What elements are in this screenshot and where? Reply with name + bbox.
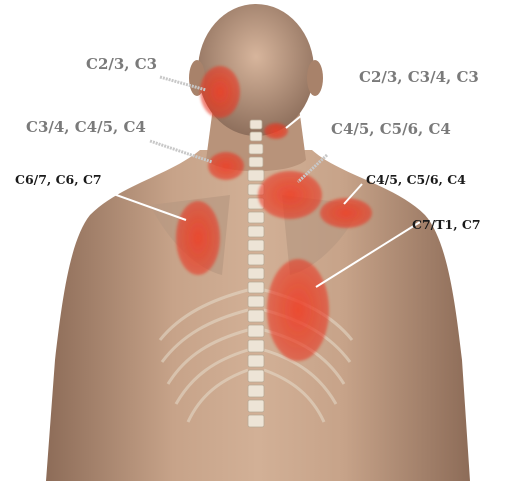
label-c4-5-c5-6-c4-shoulder: C4/5, C5/6, C4 bbox=[366, 174, 466, 187]
zone-lower-neck-left bbox=[208, 152, 244, 180]
label-c7-t1-c7: C7/T1, C7 bbox=[412, 219, 481, 232]
zone-scapular-left bbox=[176, 201, 220, 275]
label-c2-3-c3-left: C2/3, C3 bbox=[86, 57, 157, 72]
label-c6-7-c6-c7: C6/7, C6, C7 bbox=[15, 174, 102, 187]
label-c3-4-c4-5-c4-left: C3/4, C4/5, C4 bbox=[26, 120, 146, 135]
zone-upper-neck-right bbox=[264, 123, 288, 139]
right-ear bbox=[307, 60, 323, 96]
label-c2-3-c3-4-c3-right: C2/3, C3/4, C3 bbox=[359, 70, 479, 85]
label-c4-5-c5-6-c4-right: C4/5, C5/6, C4 bbox=[331, 122, 451, 137]
zone-trapezius-right bbox=[258, 171, 322, 219]
spine bbox=[248, 120, 264, 427]
zone-occipital-left bbox=[200, 66, 240, 118]
zone-interscapular-right bbox=[267, 259, 329, 361]
